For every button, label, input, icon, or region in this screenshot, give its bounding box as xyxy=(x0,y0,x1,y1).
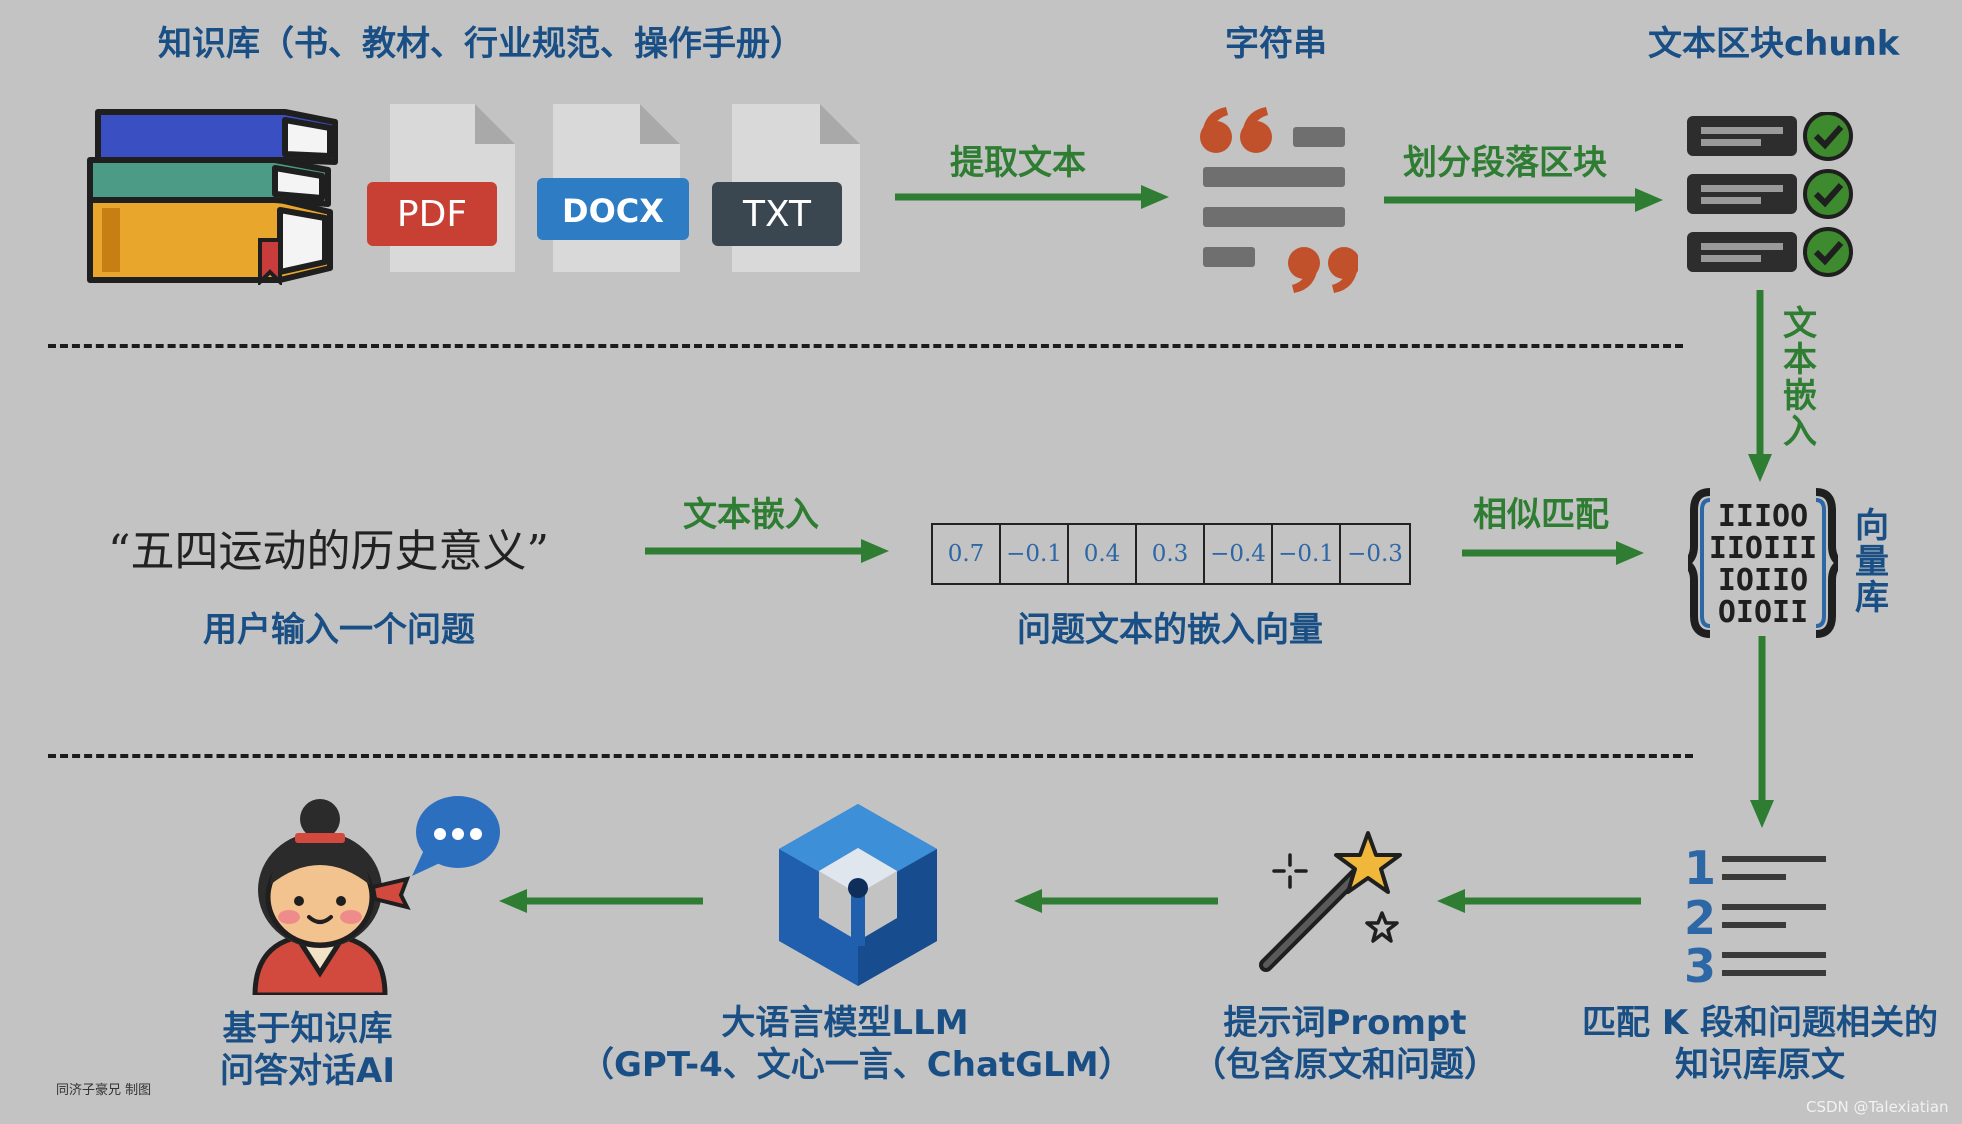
similarity-match-label: 相似匹配 xyxy=(1473,495,1609,535)
arrow-query-embedding xyxy=(645,539,889,563)
separator-bottom xyxy=(48,754,1693,758)
arrow-retrieve-down xyxy=(1750,636,1774,828)
svg-text:OIOII: OIOII xyxy=(1718,595,1808,630)
vector-cell: 0.3 xyxy=(1137,525,1205,583)
svg-text:3: 3 xyxy=(1684,939,1716,985)
vector-cell: −0.3 xyxy=(1347,541,1403,567)
question-embedding-vector: 0.7 −0.1 0.4 0.3 −0.4 −0.1 −0.3 xyxy=(931,523,1411,585)
csdn-watermark: CSDN @Talexiatian xyxy=(1806,1098,1949,1116)
vector-cell: 0.7 xyxy=(933,525,1001,583)
arrow-split-paragraphs xyxy=(1384,188,1663,212)
match-k-caption-line2: 知识库原文 xyxy=(1675,1045,1845,1085)
text-embedding-label: 文本嵌入 xyxy=(683,495,819,535)
svg-text:TXT: TXT xyxy=(742,194,812,235)
svg-text:IIIOO: IIIOO xyxy=(1718,499,1808,534)
vector-db-label: 向量库 xyxy=(1855,506,1889,618)
arrow-similarity-match xyxy=(1462,541,1644,565)
prompt-caption-line1: 提示词Prompt xyxy=(1223,1003,1467,1043)
vector-cell: −0.1 xyxy=(1273,525,1341,583)
svg-text:DOCX: DOCX xyxy=(562,192,664,230)
arrow-to-prompt xyxy=(1437,889,1641,913)
character-avatar-icon xyxy=(252,799,411,995)
arrow-to-chat-ai xyxy=(499,889,703,913)
books-icon xyxy=(87,109,338,285)
chunk-list-check-icon xyxy=(1687,112,1853,277)
prompt-caption-line2: （包含原文和问题） xyxy=(1192,1045,1498,1085)
user-input-caption: 用户输入一个问题 xyxy=(203,610,475,650)
question-vector-caption: 问题文本的嵌入向量 xyxy=(1017,610,1323,650)
svg-text:IOIIO: IOIIO xyxy=(1718,563,1808,598)
svg-text:IIOIII: IIOIII xyxy=(1709,531,1817,566)
split-paragraphs-label: 划分段落区块 xyxy=(1403,143,1607,183)
chat-bubble-icon xyxy=(412,796,500,876)
chunk-title: 文本区块chunk xyxy=(1648,24,1900,64)
query-text: “五四运动的历史意义” xyxy=(108,526,549,577)
svg-text:2: 2 xyxy=(1684,891,1716,945)
magic-wand-icon xyxy=(1259,831,1402,972)
qa-caption-line2: 问答对话AI xyxy=(220,1051,395,1091)
svg-text:PDF: PDF xyxy=(397,194,467,235)
llm-caption-line2: （GPT-4、文心一言、ChatGLM） xyxy=(580,1045,1133,1085)
extract-text-label: 提取文本 xyxy=(950,143,1086,183)
knowledge-base-title: 知识库（书、教材、行业规范、操作手册） xyxy=(158,24,804,64)
vector-database-icon: IIIOO IIOIII IOIIO OIOII xyxy=(1688,488,1838,638)
string-title: 字符串 xyxy=(1225,24,1327,64)
svg-text:1: 1 xyxy=(1684,841,1716,895)
vector-cell: −0.4 xyxy=(1205,525,1273,583)
pdf-file-icon: PDF xyxy=(367,104,515,272)
llm-cube-icon xyxy=(779,804,937,986)
vector-cell: 0.4 xyxy=(1069,525,1137,583)
quote-lines-icon xyxy=(1200,107,1358,293)
text-embedding-vertical-label: 文本嵌入 xyxy=(1783,304,1817,452)
docx-file-icon: DOCX xyxy=(537,104,689,272)
separator-top xyxy=(48,344,1683,348)
arrow-to-llm xyxy=(1014,889,1218,913)
txt-file-icon: TXT xyxy=(712,104,860,272)
arrow-text-embedding-down xyxy=(1748,290,1772,482)
numbered-list-icon: 1 2 3 xyxy=(1684,841,1826,985)
llm-caption-line1: 大语言模型LLM xyxy=(721,1003,969,1043)
author-watermark: 同济子豪兄 制图 xyxy=(56,1083,152,1098)
arrow-extract-text xyxy=(895,185,1169,209)
qa-caption-line1: 基于知识库 xyxy=(222,1009,393,1049)
match-k-caption-line1: 匹配 K 段和问题相关的 xyxy=(1581,1003,1939,1043)
vector-cell: −0.1 xyxy=(1001,525,1069,583)
